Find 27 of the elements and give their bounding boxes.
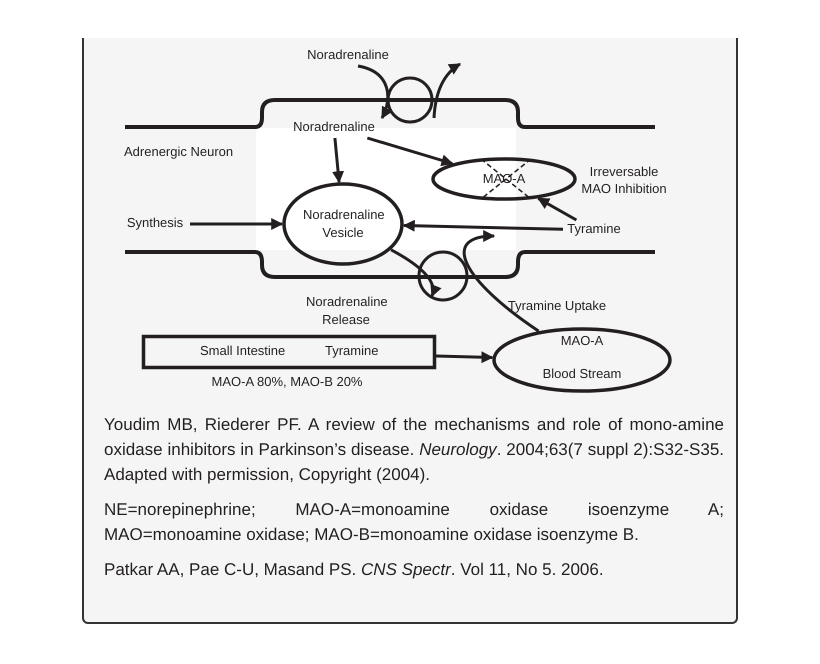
node-label: Noradrenaline [292,118,376,136]
node-label: Blood Stream [542,365,622,383]
arrow [463,230,540,332]
node-label: Tyramine [566,220,622,238]
node-label: MAO-A [560,332,604,350]
node-label: Synthesis [126,214,184,232]
edge-label: Tyramine Uptake [506,297,608,315]
arrow [390,248,441,298]
footnote-text: Patkar AA, Pae C-U, Masand PS. CNS Spectr. Vol 11, No 5. 2006. [104,559,605,581]
annotation-text: Irreversable MAO Inhibition [580,163,668,197]
arrow [402,220,564,232]
annotation-text: MAO-A 80%, MAO-B 20% [210,373,364,390]
arrow [537,197,578,222]
arrow [332,138,344,184]
arrow [436,351,494,364]
caption-text: Youdim MB, Riederer PF. A review of the mechanisms and role of mono-amine oxidase inhibitors in Parkinson’s disease. Neurology. 2004;63(7 suppl 2):S32-S35. Adapted with permission, Copyright (2004). [104,414,724,486]
node-label: Tyramine [325,342,378,360]
arrow [190,218,284,230]
arrow [358,64,392,120]
footnote-text: NE=norepinephrine; MAO-A=monoamine oxidase isoenzyme A; MAO=monoamine oxidase; MAO-B=monoamine oxidase isoenzyme B. [104,499,724,546]
region-label: Adrenergic Neuron [124,144,234,159]
edge-label: Noradrenaline Release [306,293,386,329]
node-label: Small Intestine [200,342,286,360]
node-label: Noradrenaline [306,46,390,64]
arrow [366,136,454,166]
node-label: MAO-A [482,170,526,188]
node-label: Noradrenaline Vesicle [303,206,383,242]
